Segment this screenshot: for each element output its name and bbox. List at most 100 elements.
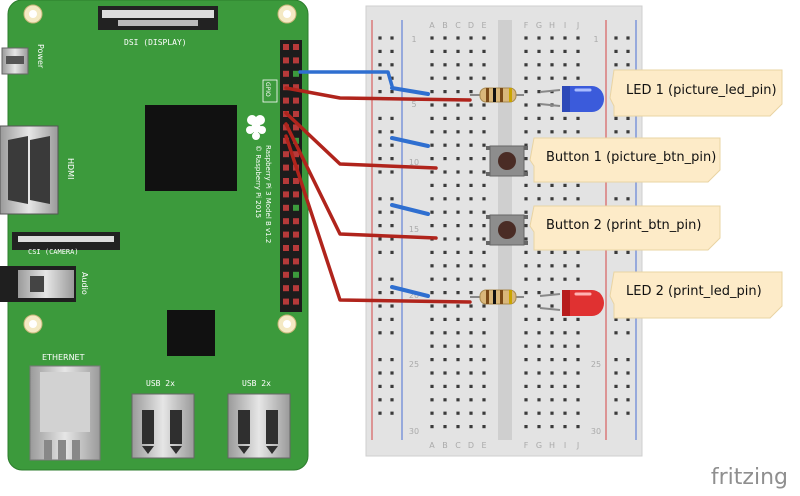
breadboard-hole: [524, 143, 528, 147]
breadboard-hole: [524, 49, 528, 53]
gpio-wires: [284, 70, 472, 304]
breadboard-hole: [550, 183, 554, 187]
breadboard-hole: [524, 116, 528, 120]
breadboard-hole: [443, 250, 447, 254]
breadboard-hole: [430, 103, 434, 107]
breadboard-hole: [443, 63, 447, 67]
gpio-pin: [283, 298, 289, 305]
gpio-pin: [283, 164, 289, 171]
breadboard-hole: [430, 358, 434, 362]
breadboard-hole: [524, 384, 528, 388]
breadboard-hole: [482, 331, 486, 335]
breadboard-hole: [576, 398, 580, 402]
breadboard-hole: [576, 384, 580, 388]
breadboard-hole: [576, 425, 580, 429]
col-label-i: I: [564, 21, 566, 30]
col-label-g-bottom: G: [536, 441, 542, 450]
gpio-pin: [293, 84, 299, 91]
breadboard-hole: [456, 90, 460, 94]
breadboard-hole: [537, 371, 541, 375]
breadboard-hole: [456, 250, 460, 254]
breadboard-hole: [378, 116, 382, 120]
breadboard-hole: [626, 130, 630, 134]
breadboard-hole: [390, 197, 394, 201]
breadboard-hole: [524, 344, 528, 348]
breadboard-hole: [563, 36, 567, 40]
breadboard-hole: [390, 317, 394, 321]
breadboard-hole: [482, 277, 486, 281]
breadboard-hole: [390, 250, 394, 254]
gpio-pin: [283, 245, 289, 251]
breadboard-hole: [456, 277, 460, 281]
breadboard-hole: [390, 358, 394, 362]
gpio-pin: [283, 218, 289, 225]
breadboard-hole: [524, 250, 528, 254]
breadboard-hole: [614, 130, 618, 134]
breadboard-hole: [456, 210, 460, 214]
dsi-label: DSI (DISPLAY): [124, 38, 187, 47]
breadboard-hole: [469, 291, 473, 295]
breadboard-hole: [626, 358, 630, 362]
breadboard-hole: [563, 183, 567, 187]
breadboard-hole: [482, 344, 486, 348]
gpio-pin: [283, 178, 289, 184]
breadboard-hole: [614, 331, 618, 335]
breadboard-hole: [563, 116, 567, 120]
breadboard-hole: [626, 371, 630, 375]
breadboard-hole: [524, 197, 528, 201]
breadboard-hole: [576, 36, 580, 40]
breadboard-hole: [626, 398, 630, 402]
breadboard-hole: [469, 76, 473, 80]
breadboard-hole: [563, 344, 567, 348]
breadboard-hole: [430, 36, 434, 40]
breadboard-hole: [456, 49, 460, 53]
breadboard-hole: [537, 103, 541, 107]
breadboard-hole: [456, 143, 460, 147]
breadboard-hole: [390, 304, 394, 308]
breadboard-hole: [469, 344, 473, 348]
row-number-1-right: 1: [593, 35, 598, 44]
breadboard-hole: [537, 264, 541, 268]
breadboard-hole: [378, 384, 382, 388]
gpio-pin: [283, 231, 289, 238]
breadboard-hole: [390, 49, 394, 53]
soc-chip: [145, 105, 237, 191]
breadboard-hole: [430, 197, 434, 201]
breadboard-hole: [576, 250, 580, 254]
breadboard-hole: [456, 291, 460, 295]
breadboard-hole: [614, 317, 618, 321]
breadboard-hole: [482, 264, 486, 268]
breadboard-hole: [576, 371, 580, 375]
breadboard-hole: [550, 250, 554, 254]
breadboard-hole: [430, 277, 434, 281]
breadboard-hole: [456, 398, 460, 402]
breadboard-hole: [469, 103, 473, 107]
breadboard-hole: [524, 358, 528, 362]
breadboard-hole: [456, 197, 460, 201]
callout-led1-shape: [609, 69, 783, 117]
gpio-pin: [283, 97, 289, 104]
breadboard-hole: [378, 371, 382, 375]
gpio-pin: [293, 271, 299, 278]
breadboard-hole: [563, 197, 567, 201]
breadboard-hole: [626, 197, 630, 201]
breadboard-column-labels: A B C D E F G H I J A B C D E F G H I J: [429, 21, 579, 450]
gpio-pin: [283, 285, 289, 292]
breadboard-hole: [550, 344, 554, 348]
raspberry-logo-icon: [246, 115, 266, 140]
callout-led2-label: LED 2 (print_led_pin): [626, 284, 762, 299]
gpio-pin: [293, 97, 299, 104]
breadboard-hole: [443, 36, 447, 40]
breadboard-hole: [390, 130, 394, 134]
breadboard-hole: [482, 183, 486, 187]
wire-led2: [284, 134, 472, 304]
breadboard-hole: [524, 317, 528, 321]
breadboard-hole: [576, 264, 580, 268]
breadboard-hole: [378, 237, 382, 241]
breadboard-hole: [430, 411, 434, 415]
breadboard-hole: [378, 63, 382, 67]
col-label-j: J: [576, 21, 579, 30]
breadboard-hole: [430, 425, 434, 429]
breadboard-hole: [469, 197, 473, 201]
